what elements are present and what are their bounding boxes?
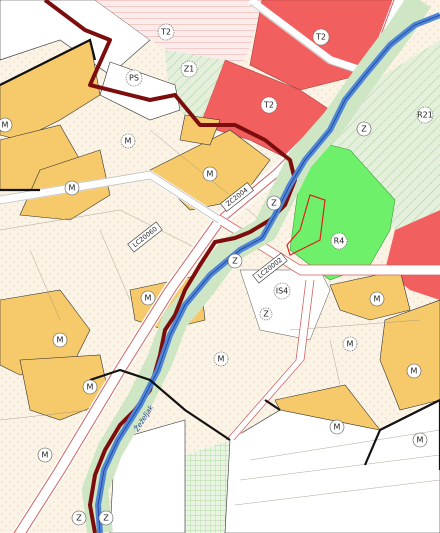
svg-text:PS: PS (129, 74, 139, 83)
zone-label-m-1: M (120, 133, 136, 149)
boundary-line (43, 0, 297, 533)
svg-text:M: M (87, 383, 94, 392)
svg-text:R21: R21 (417, 111, 433, 120)
zone-label-z-c: Z (227, 253, 243, 269)
svg-text:M: M (347, 340, 354, 349)
zone-label-m-7: M (82, 379, 98, 395)
svg-text:Z: Z (232, 257, 238, 266)
zone-label-m-6: M (52, 332, 68, 348)
svg-text:Z1: Z1 (184, 65, 195, 74)
svg-text:R4: R4 (334, 237, 345, 246)
svg-text:T2: T2 (160, 28, 171, 37)
white-parcels-bottom-left (109, 419, 186, 533)
zone-label-m-10: M (342, 336, 358, 352)
svg-text:Z: Z (271, 199, 277, 208)
zone-label-m-14: M (37, 447, 53, 463)
zone-label-z-a: Z (356, 121, 372, 137)
svg-text:Z: Z (361, 125, 367, 134)
zone-label-is4: IS4 (273, 282, 291, 300)
zone-label-z-d: Z (259, 307, 273, 321)
svg-text:M: M (69, 184, 76, 193)
svg-text:Z: Z (263, 310, 269, 319)
svg-text:Z: Z (76, 514, 82, 523)
zone-label-t2-a: T2 (312, 28, 330, 46)
svg-text:M: M (125, 137, 132, 146)
zone-label-z-f: Z (98, 510, 114, 526)
zone-label-m-8: M (213, 351, 229, 367)
parcel-lines (0, 129, 440, 506)
svg-text:M: M (57, 336, 64, 345)
zone-label-m-2: M (202, 166, 218, 182)
zone-outlines (0, 38, 440, 470)
zone-label-m-5: M (140, 290, 156, 306)
zone-label-m-12: M (329, 419, 345, 435)
zone-label-ps: PS (125, 69, 143, 87)
svg-text:M: M (218, 355, 225, 364)
svg-text:M: M (42, 451, 49, 460)
svg-text:M: M (411, 367, 418, 376)
svg-text:Z: Z (103, 514, 109, 523)
zone-label-m-9: M (369, 291, 385, 307)
svg-text:T2: T2 (263, 101, 274, 110)
svg-text:M: M (145, 294, 152, 303)
zone-label-m-3: M (64, 180, 80, 196)
zone-label-t2-b: T2 (260, 96, 278, 114)
svg-text:IS4: IS4 (276, 287, 289, 296)
svg-text:M: M (2, 121, 9, 130)
svg-text:M: M (334, 423, 341, 432)
green-hatched-z1 (165, 50, 225, 125)
svg-text:M: M (374, 295, 381, 304)
plot-outline-r4 (286, 194, 326, 256)
hatched-area-top (95, 0, 265, 70)
zone-label-m-4: M (0, 117, 13, 133)
zone-label-t2-top: T2 (157, 23, 175, 41)
zone-label-m-13: M (412, 432, 428, 448)
zone-labels: T2 T2 T2 Z1 PS R21 R4 IS4 Z Z Z Z Z Z M … (0, 23, 434, 526)
svg-text:M: M (417, 436, 424, 445)
green-grid-area (180, 440, 230, 533)
zone-label-z1: Z1 (180, 60, 198, 78)
zone-label-z-b: Z (266, 195, 282, 211)
zone-label-r21: R21 (416, 106, 434, 124)
zone-label-m-11: M (406, 363, 422, 379)
svg-text:T2: T2 (315, 33, 326, 42)
svg-text:M: M (207, 170, 214, 179)
zone-label-r4: R4 (330, 232, 348, 250)
zone-label-z-e: Z (71, 510, 87, 526)
